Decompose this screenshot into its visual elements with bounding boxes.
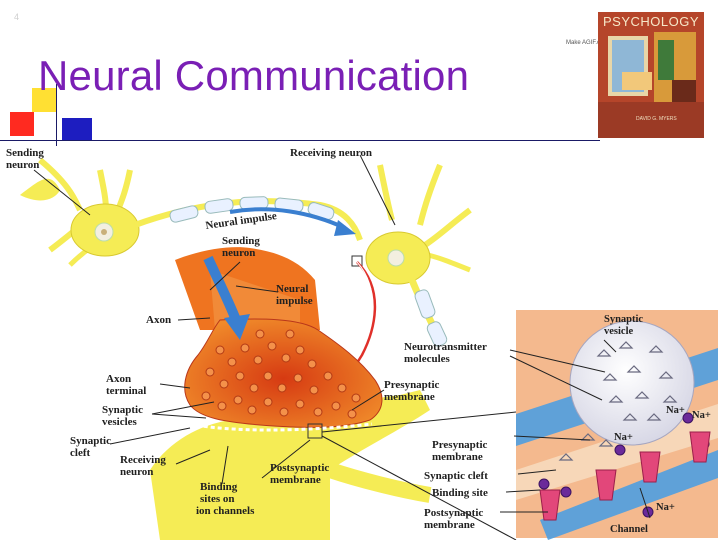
inset-connector-line-lower: [321, 435, 517, 540]
callout-lines: [33, 154, 651, 519]
label-na-1: Na+: [666, 405, 685, 416]
neural-impulse-arrowhead-top: [334, 220, 356, 236]
label-binding-sites-3: ion channels: [196, 505, 255, 517]
label-channel: Channel: [610, 524, 648, 535]
label-receiving-neuron-low-2: neuron: [120, 466, 153, 478]
label-sending-neuron-mid-2: neuron: [222, 247, 255, 259]
label-synaptic-cleft-left-1: Synaptic: [70, 435, 111, 447]
label-na-2: Na+: [692, 410, 711, 421]
label-synaptic-vesicle-2: vesicle: [604, 326, 633, 337]
decor-vertical-line: [56, 84, 57, 146]
book-title: PSYCHOLOGY: [602, 14, 700, 29]
decor-red-square: [10, 112, 34, 136]
label-postsynaptic-membrane-mid-1: Postsynaptic: [270, 462, 329, 474]
label-axon-terminal-2: terminal: [106, 385, 146, 397]
book-cover-art: [598, 12, 704, 138]
receiving-neuron-cell: [365, 163, 472, 347]
label-synaptic-vesicles-1: Synaptic: [102, 404, 143, 416]
label-postsynaptic-membrane-right-2: membrane: [424, 519, 475, 531]
label-neurotransmitter-1: Neurotransmitter: [404, 341, 487, 353]
label-sending-neuron-mid-1: Sending: [222, 235, 260, 247]
label-presynaptic-membrane-right-1: Presynaptic: [432, 439, 488, 451]
book-author: DAVID G. MYERS: [636, 116, 677, 122]
sending-neuron-cell: [20, 157, 140, 267]
label-synaptic-vesicles-2: vesicles: [102, 416, 138, 428]
book-badge: Make AGIF.com: [566, 40, 609, 46]
label-binding-site: Binding site: [432, 487, 488, 499]
label-neural-impulse-top: Neural impulse: [205, 210, 278, 232]
label-na-4: Na+: [656, 502, 675, 513]
zoom-projection-line-inner: [356, 261, 373, 354]
label-postsynaptic-membrane-mid-2: membrane: [270, 474, 321, 486]
label-axon-terminal-1: Axon: [106, 373, 131, 385]
label-presynaptic-membrane-mid-2: membrane: [384, 391, 435, 403]
zoom-box-terminal: [307, 423, 323, 439]
synapse-inset-panel: [516, 310, 718, 540]
neural-impulse-arrowhead-mid: [224, 314, 250, 340]
label-synaptic-vesicle-1: Synaptic: [604, 314, 643, 325]
label-neural-impulse-mid-2: impulse: [276, 295, 313, 307]
myelinated-axon-top: [133, 196, 363, 242]
neural-impulse-arrow-top: [229, 207, 346, 230]
page-title: Neural Communication: [38, 52, 470, 99]
label-binding-sites-1: Binding: [200, 481, 238, 493]
label-postsynaptic-membrane-right-1: Postsynaptic: [424, 507, 483, 519]
decor-blue-square: [62, 118, 92, 140]
synaptic-vesicles-group: [201, 329, 361, 419]
inset-connector-line: [321, 411, 517, 433]
slide-number: 4: [14, 12, 20, 22]
decor-yellow-square: [32, 88, 56, 112]
synaptic-cleft-line: [189, 422, 373, 432]
label-presynaptic-membrane-right-2: membrane: [432, 451, 483, 463]
label-sending-neuron-top-2: neuron: [6, 159, 39, 171]
label-binding-sites-2: sites on: [200, 493, 235, 505]
label-na-3: Na+: [614, 432, 633, 443]
book-cover: PSYCHOLOGY DAVID G. MYERS: [598, 12, 704, 138]
receiving-neuron-dendrite: [327, 462, 432, 503]
label-receiving-neuron-low-1: Receiving: [120, 454, 166, 466]
neural-impulse-arrow-mid: [203, 255, 241, 322]
label-axon: Axon: [146, 314, 171, 326]
label-synaptic-cleft-left-2: cleft: [70, 447, 90, 459]
label-sending-neuron-top-1: Sending: [6, 147, 44, 159]
label-synaptic-cleft-right: Synaptic cleft: [424, 470, 488, 482]
decor-horizontal-line: [0, 140, 600, 141]
label-receiving-neuron: Receiving neuron: [290, 147, 372, 159]
label-presynaptic-membrane-mid-1: Presynaptic: [384, 379, 440, 391]
label-neural-impulse-mid-1: Neural: [276, 283, 308, 295]
label-neurotransmitter-2: molecules: [404, 353, 451, 365]
zoom-box-top: [351, 255, 363, 267]
